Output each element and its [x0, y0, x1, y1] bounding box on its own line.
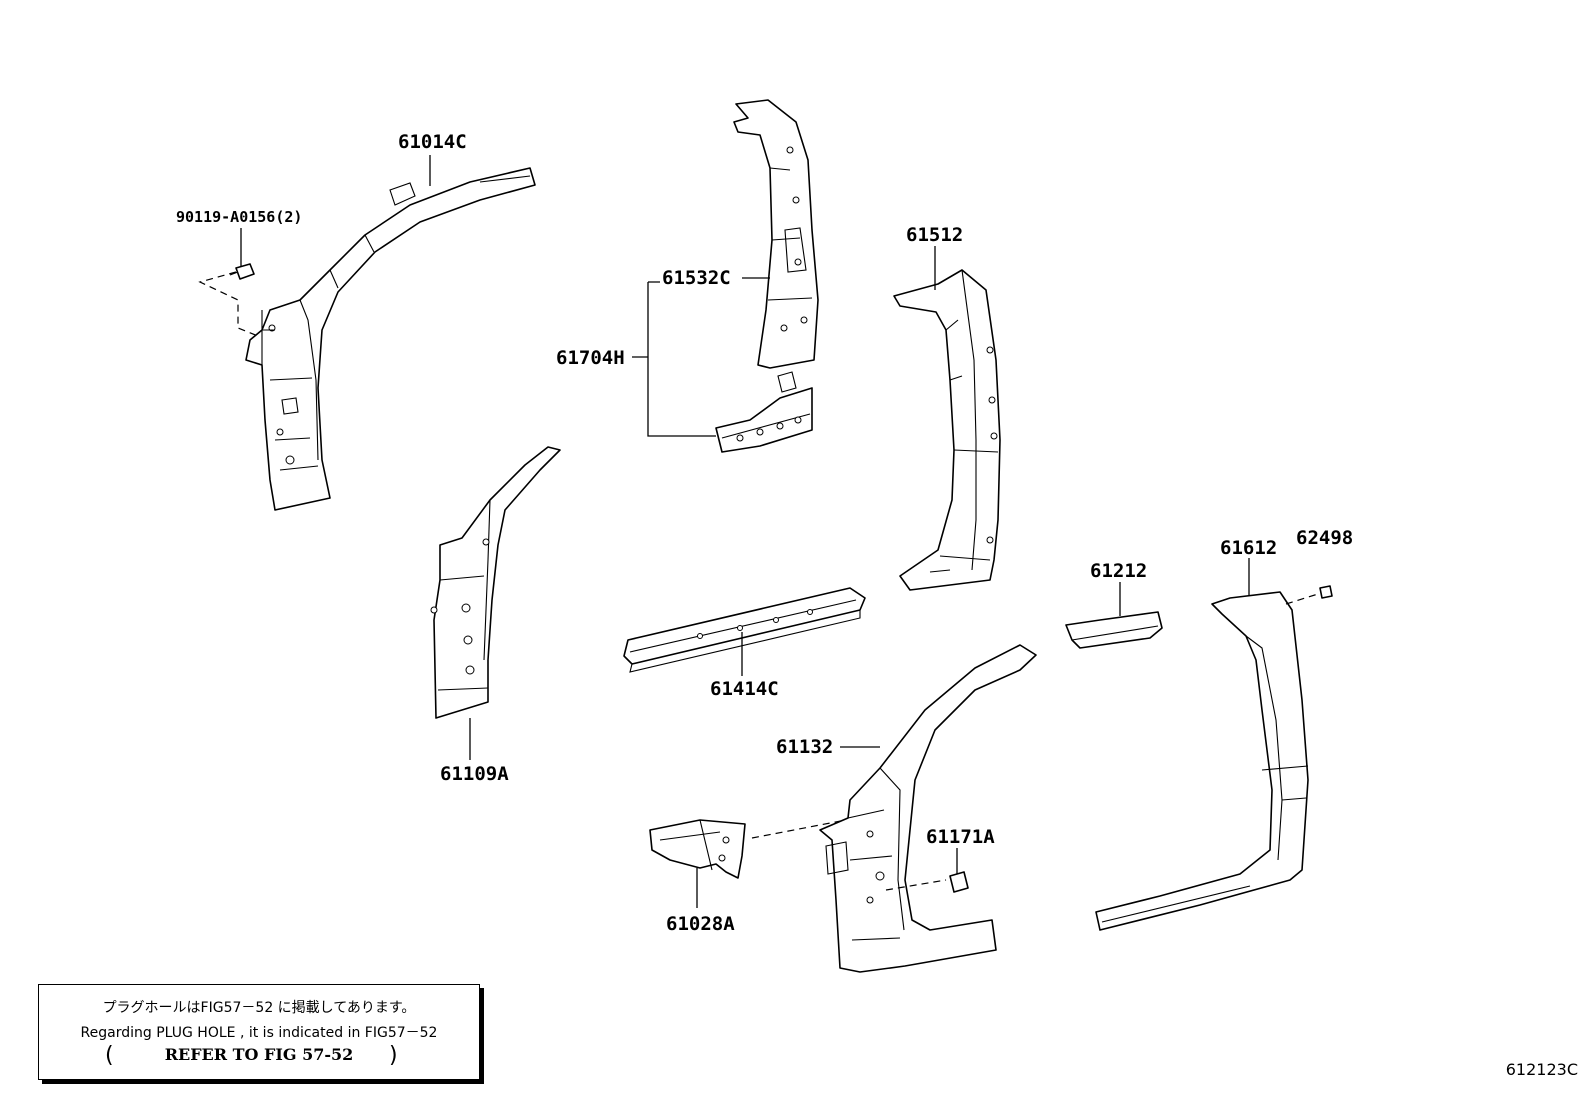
label-61014c: 61014C [398, 131, 467, 153]
part-61171a-drawing [949, 871, 969, 893]
label-61132: 61132 [776, 736, 833, 758]
note-japanese-text: プラグホールはFIG57－52 に掲載してあります。 [102, 1000, 416, 1016]
part-62498-drawing [1319, 585, 1333, 599]
part-61014c-drawing [245, 167, 536, 511]
part-61704h-lower-drawing [715, 371, 813, 453]
note-close-paren: ) [389, 1043, 398, 1068]
label-61532c: 61532C [662, 267, 731, 289]
label-61028a: 61028A [666, 913, 735, 935]
plug-hole-note: プラグホールはFIG57－52 に掲載してあります。 Regarding PLU… [38, 984, 480, 1080]
part-61612-drawing [1095, 591, 1309, 931]
label-61212: 61212 [1090, 560, 1147, 582]
assembly-line-61171a [885, 879, 947, 891]
part-61532c-drawing [733, 99, 819, 369]
label-61704h: 61704H [556, 347, 625, 369]
part-61512-drawing [893, 269, 1001, 591]
label-61612: 61612 [1220, 537, 1277, 559]
bolt-90119-drawing [198, 263, 259, 337]
note-open-paren: ( [105, 1043, 114, 1068]
note-english-text: Regarding PLUG HOLE , it is indicated in… [80, 1025, 438, 1041]
label-61109a: 61109A [440, 763, 509, 785]
label-90119-a0156: 90119-A0156(2) [176, 208, 302, 226]
part-61109a-drawing [430, 446, 561, 719]
label-61414c: 61414C [710, 678, 779, 700]
figure-code: 612123C [1505, 1060, 1578, 1079]
assembly-line-61028a [751, 819, 847, 839]
part-61212-drawing [1065, 611, 1163, 649]
label-61512: 61512 [906, 224, 963, 246]
part-61028a-drawing [649, 819, 746, 879]
part-61414c-drawing [623, 587, 866, 673]
leader-61704h [632, 281, 716, 437]
part-61132-drawing [819, 644, 1037, 973]
note-refer-link[interactable]: REFER TO FIG 57-52 [164, 1045, 354, 1064]
label-61171a: 61171A [926, 826, 995, 848]
label-62498: 62498 [1296, 527, 1353, 549]
assembly-line-62498 [1285, 593, 1319, 605]
